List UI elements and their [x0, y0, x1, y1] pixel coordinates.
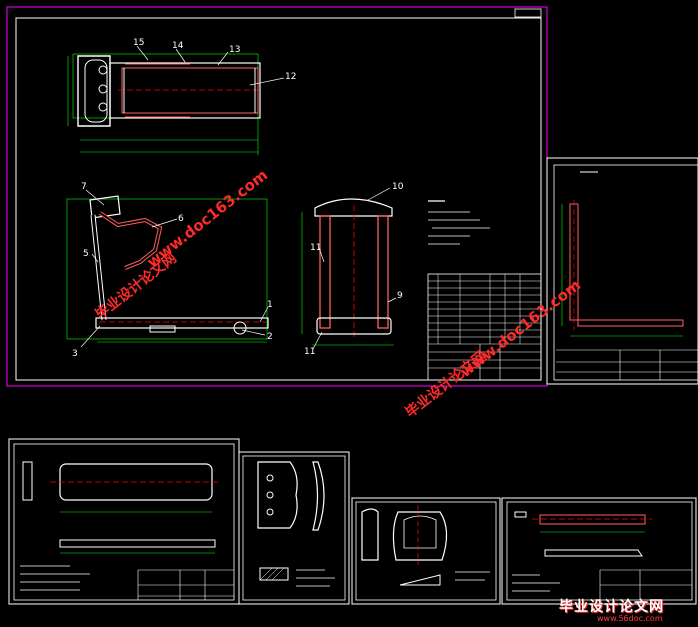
watermark-4: 毕业设计论文网	[402, 347, 490, 421]
console-part-sheet	[238, 451, 350, 605]
balloon-3: 3	[72, 349, 78, 359]
balloon-2: 2	[267, 332, 273, 342]
motor-housing	[149, 325, 176, 333]
sheet-inner-frame	[13, 443, 235, 601]
cover-part-sheet	[351, 497, 501, 605]
sheet-frame	[351, 497, 501, 605]
console-side	[312, 461, 325, 531]
notes-lines	[512, 574, 560, 592]
notes-lines	[296, 569, 335, 587]
cover-inner	[403, 515, 437, 549]
site-logo-title: 毕业设计论文网	[559, 599, 664, 615]
section-hatch	[259, 567, 289, 581]
sheet-frame	[501, 497, 697, 605]
rail-top-view	[539, 514, 646, 525]
balloon-12: 12	[285, 72, 296, 82]
sheet-inner-frame	[355, 501, 497, 601]
balloon-13: 13	[229, 45, 240, 55]
technical-notes	[428, 200, 490, 245]
deck-part-sheet	[8, 438, 240, 605]
running-belt	[121, 67, 259, 114]
left-upright	[319, 215, 331, 329]
main-sheet-outer-frame	[6, 6, 548, 387]
sheet-frame	[238, 451, 350, 605]
sheet-frame	[546, 157, 698, 385]
console-top	[314, 198, 393, 217]
balloon-10: 11	[310, 243, 321, 253]
notes-lines	[455, 571, 490, 581]
deck-end-view	[22, 461, 33, 501]
bolt-circle	[98, 84, 108, 94]
bolt-circle	[266, 508, 274, 516]
bolt-circle	[98, 102, 108, 112]
console-end	[77, 55, 111, 127]
site-logo-badge: 毕业设计论文网 www.56doc.com	[545, 600, 695, 624]
watermark-chinese: 毕业设计论文网	[92, 249, 180, 323]
right-upright	[377, 215, 389, 329]
wedge-part	[399, 574, 441, 586]
watermark-2: 毕业设计论文网	[92, 249, 180, 323]
deck-side-view	[59, 539, 216, 548]
balloon-9: 10	[392, 182, 404, 192]
title-block	[137, 569, 234, 600]
main-sheet-inner-frame	[15, 17, 542, 381]
base-frame	[316, 317, 392, 335]
sheet-number-box	[514, 8, 542, 18]
sheet-inner-frame	[553, 164, 698, 381]
leader-lines	[80, 45, 397, 350]
balloon-5: 5	[83, 249, 89, 259]
parts-list-rows	[428, 280, 541, 338]
handrail-tube-part	[569, 203, 684, 327]
balloon-15: 15	[133, 38, 144, 48]
watermark-chinese: 毕业设计论文网	[402, 347, 490, 421]
balloon-14: 14	[172, 41, 184, 51]
motor-hood	[84, 59, 108, 123]
cover-front	[392, 511, 448, 561]
title-block-grid	[428, 343, 541, 380]
site-logo-url: www.56doc.com	[597, 614, 663, 623]
belt-deck-outline	[109, 62, 261, 119]
side-view-dim-box	[66, 198, 268, 340]
notes-lines	[20, 565, 90, 591]
balloon-8: 9	[397, 291, 403, 301]
top-view	[67, 53, 262, 155]
handrail-inner	[99, 212, 162, 269]
rail-side-view	[544, 549, 643, 557]
hatch-lines	[259, 567, 285, 581]
parts-list-table	[427, 273, 542, 381]
rear-wheel	[233, 321, 247, 335]
console-front	[257, 461, 298, 529]
balloon-6: 6	[178, 214, 184, 224]
parts-list-columns	[437, 274, 521, 344]
sheet-inner-frame	[506, 501, 693, 601]
bolt-circle	[266, 491, 274, 499]
balloon-7: 7	[81, 182, 87, 192]
handrail-part-sheet	[546, 157, 698, 385]
deck-frame	[95, 317, 269, 329]
rail-end	[514, 511, 527, 518]
main-assembly-sheet: 15 14 13 12 7 6 5 1 2 3 10 9 11 11 12 11	[6, 6, 548, 387]
title-block	[556, 349, 698, 380]
side-view	[66, 195, 269, 343]
rear-view	[301, 198, 394, 346]
cover-side	[361, 508, 379, 561]
parts-list-frame	[427, 273, 542, 381]
console-head	[89, 195, 121, 219]
rail-part-sheet	[501, 497, 697, 605]
bolt-circle	[266, 474, 274, 482]
title-block	[599, 569, 692, 600]
balloon-1: 1	[267, 300, 273, 310]
balloon-eleven: 11	[304, 347, 315, 357]
sheet-inner-frame	[242, 455, 346, 601]
upright-post-inner	[91, 214, 106, 321]
bolt-circle	[98, 65, 108, 75]
